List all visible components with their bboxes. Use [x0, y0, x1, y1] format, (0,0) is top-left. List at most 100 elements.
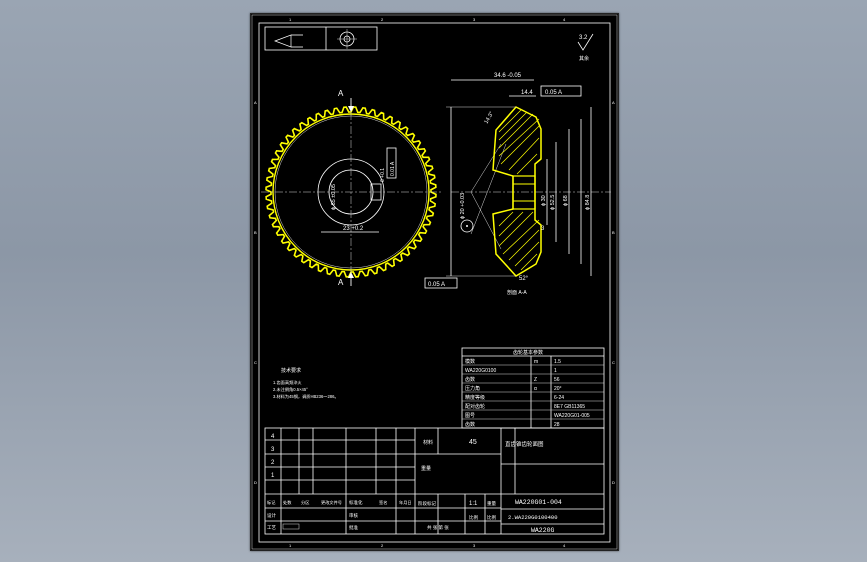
param-cell: m: [534, 359, 538, 365]
zone-label: B: [612, 230, 615, 235]
outer-frame: [251, 14, 618, 550]
dim-top-length: 34.6 -0.05: [494, 73, 522, 79]
role-label: 设计: [267, 512, 276, 519]
role-label: 审核: [349, 512, 358, 519]
zone-label: 2: [381, 17, 384, 22]
note-line: 2.未注倒角0.5×45°: [273, 386, 308, 393]
col-label: 比例: [487, 514, 496, 521]
rev-row-label: 1: [271, 473, 275, 479]
notes-title: 技术要求: [281, 367, 301, 374]
dim-keyway-depth: 6 +0.1: [380, 168, 386, 182]
zone-label: 3: [473, 543, 476, 548]
param-cell: 齿数: [465, 376, 475, 383]
param-cell: 6-24: [554, 395, 564, 401]
material-value: 45: [469, 439, 477, 446]
dim-d4: ϕ 84.8: [585, 195, 591, 210]
param-cell: 1: [554, 368, 557, 374]
zone-labels-left: A B C D: [254, 100, 257, 485]
param-cell: Z: [534, 377, 537, 383]
dim-front-diameter: ϕ 65 ±0.05: [331, 184, 337, 210]
projection-symbol: [264, 26, 378, 51]
sign-label: 处数: [283, 499, 292, 506]
zone-label: B: [254, 230, 257, 235]
zone-label: D: [612, 480, 615, 485]
param-cell: WA220G0100: [465, 368, 496, 374]
col-label: 标准化: [349, 499, 363, 506]
param-cell: 齿数: [465, 421, 475, 428]
zone-label: A: [254, 100, 257, 105]
sign-label: 更改文件号: [321, 499, 342, 506]
zone-label: C: [612, 360, 615, 365]
sign-label: 分区: [301, 499, 309, 506]
title-block: 4 3 2 1 材料 45 重量 直齿锥齿轮面图 WA220G01-004 2.…: [264, 427, 605, 535]
param-cell: 压力角: [465, 385, 480, 392]
scale-label: 比例: [469, 514, 478, 521]
zone-label: 4: [563, 543, 566, 548]
tolerance-frame-front: 0.01 A: [390, 161, 396, 176]
technical-notes: 技术要求 1.齿面高频淬火 2.未注倒角0.5×45° 3.材料为45钢，调质H…: [273, 367, 339, 400]
rev-row-label: 2: [271, 460, 275, 466]
zone-label: C: [254, 360, 257, 365]
drawing-sheet: 1 2 3 4 1 2 3 4 A B C D A B C D 3.2 其余: [250, 13, 619, 551]
param-cell: 8E7 GB11365: [554, 404, 585, 410]
datum-circle: [460, 219, 474, 233]
material-label: 材料: [423, 439, 433, 446]
dim-angle: 14.3°: [484, 111, 496, 125]
roughness-value: 3.2: [579, 35, 588, 41]
param-cell: WA220G01-005: [554, 413, 590, 419]
sign-label: 签名: [379, 499, 387, 506]
roughness-note: 其余: [579, 55, 589, 62]
col-label: 阶段标记: [418, 500, 436, 507]
section-outline: [492, 106, 542, 277]
col-label: 重量: [487, 500, 496, 507]
weight-label: 重量: [421, 465, 431, 472]
section-label: 剖面 A-A: [507, 289, 527, 296]
zone-labels-top: 1 2 3 4: [289, 17, 566, 22]
param-cell: 精度等级: [465, 394, 485, 401]
dim-angle-bottom: 52°: [519, 276, 529, 282]
dim-hub-length: 14.4: [521, 90, 533, 96]
rev-row-label: 3: [271, 447, 275, 453]
param-cell: α: [534, 386, 537, 392]
param-cell: 56: [554, 377, 560, 383]
tolerance-top: 0.05 A: [545, 90, 562, 96]
param-cell: 1.5: [554, 359, 561, 365]
section-hatching: [498, 109, 540, 271]
inner-border: [258, 22, 611, 543]
param-cell: 配对齿轮: [465, 403, 485, 410]
zone-label: 2: [381, 543, 384, 548]
tolerance-bottom: 0.05 A: [428, 282, 445, 288]
param-cell: 20°: [554, 386, 562, 392]
drawing-number: WA220G01-004: [515, 499, 562, 506]
product-code: WA220G: [531, 527, 555, 534]
zone-label: 1: [289, 17, 292, 22]
col-label: 批准: [349, 524, 358, 531]
sign-label: 年月日: [399, 499, 412, 506]
gear-side-view: 34.6 -0.05 14.4 0.05 A 14.3° ϕ 20 +0.03 …: [424, 73, 611, 296]
section-mark-bottom: A: [338, 278, 344, 287]
dim-d3: ϕ 68: [563, 195, 569, 206]
gear-front-view: A A 23 +0.2 ϕ 65 ±0.05 6 +0.1 0.01 A: [261, 89, 441, 287]
dim-bore: ϕ 20 +0.03: [460, 193, 466, 219]
param-cell: 模数: [465, 358, 475, 365]
roughness-symbol: 3.2 其余: [577, 33, 594, 62]
param-cell: 图号: [465, 413, 475, 419]
note-line: 1.齿面高频淬火: [273, 379, 302, 386]
sign-label: 标记: [267, 499, 276, 506]
zone-label: D: [254, 480, 257, 485]
dim-3: 3: [541, 226, 545, 232]
zone-label: 3: [473, 17, 476, 22]
zone-labels-bottom: 1 2 3 4: [289, 543, 566, 548]
assembly-number: 2.WA220G0100400: [508, 514, 558, 521]
part-name: 直齿锥齿轮面图: [505, 440, 544, 448]
param-table-title: 齿轮基本参数: [513, 349, 543, 356]
zone-label: 4: [563, 17, 566, 22]
zone-label: 1: [289, 543, 292, 548]
scale-value: 1:1: [469, 501, 478, 507]
role-label: 工艺: [267, 525, 276, 530]
dim-d1: ϕ 30: [541, 195, 547, 206]
rev-row-label: 4: [271, 434, 275, 440]
zone-label: A: [612, 100, 615, 105]
note-line: 3.材料为45钢，调质HB236～286。: [273, 393, 339, 400]
cad-drawing: 1 2 3 4 1 2 3 4 A B C D A B C D 3.2 其余: [251, 14, 618, 550]
